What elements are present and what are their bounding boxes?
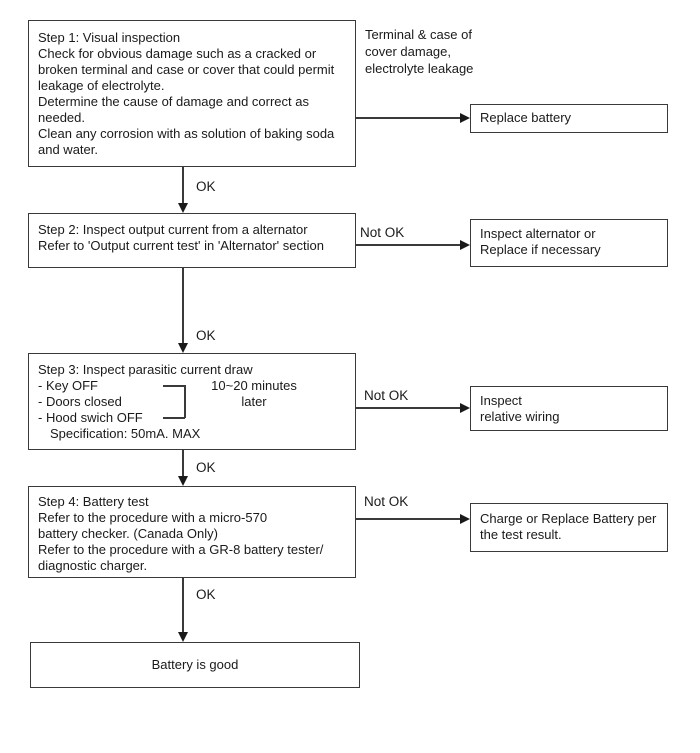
ok-label: OK	[196, 587, 216, 602]
step4-text-line: battery checker. (Canada Only)	[38, 526, 218, 541]
step3-item: - Doors closed	[38, 394, 122, 409]
step1-text-line: Clean any corrosion with as solution of …	[38, 126, 335, 141]
step1-text-line: Step 1: Visual inspection	[38, 30, 181, 45]
arrowhead-down-icon	[178, 476, 188, 486]
bracket-top-line	[163, 385, 185, 387]
not-ok-label: Not OK	[364, 388, 409, 403]
step1-text-line: broken terminal and case or cover that c…	[38, 62, 335, 77]
inspect-alternator-line: Inspect alternator or	[480, 226, 596, 241]
charge-or-replace-line: the test result.	[480, 527, 562, 542]
terminal-note-line: electrolyte leakage	[365, 61, 474, 76]
bracket-bottom-line	[163, 417, 185, 419]
step4-battery-test-box: Step 4: Battery test Refer to the proced…	[28, 486, 356, 578]
terminal-case-note: Terminal & case of cover damage, electro…	[365, 26, 505, 77]
step4-text-line: diagnostic charger.	[38, 558, 148, 573]
timing-note: 10~20 minutes later	[197, 378, 311, 410]
step1-text-line: Check for obvious damage such as a crack…	[38, 46, 317, 61]
connector-step2-step3	[182, 268, 184, 344]
step3-parasitic-draw-box: Step 3: Inspect parasitic current draw -…	[28, 353, 356, 450]
connector-step1-replace	[356, 117, 461, 119]
step1-text-line: and water.	[38, 142, 98, 157]
charge-or-replace-line: Charge or Replace Battery per	[480, 511, 657, 526]
connector-step4-good	[182, 578, 184, 633]
step1-visual-inspection-box: Step 1: Visual inspection Check for obvi…	[28, 20, 356, 167]
arrowhead-right-icon	[460, 240, 470, 250]
ok-label: OK	[196, 328, 216, 343]
step2-text-line: Refer to 'Output current test' in 'Alter…	[38, 238, 324, 253]
step4-text-line: Refer to the procedure with a micro-570	[38, 510, 268, 525]
inspect-wiring-box: Inspect relative wiring	[470, 386, 668, 431]
battery-good-label: Battery is good	[151, 657, 239, 672]
step4-text-line: Refer to the procedure with a GR-8 batte…	[38, 542, 324, 557]
terminal-note-line: Terminal & case of	[365, 27, 472, 42]
arrowhead-down-icon	[178, 632, 188, 642]
terminal-note-line: cover damage,	[365, 44, 451, 59]
arrowhead-down-icon	[178, 203, 188, 213]
step3-title: Step 3: Inspect parasitic current draw	[38, 362, 253, 377]
step1-text-line: needed.	[38, 110, 85, 125]
timing-note-line: later	[241, 394, 267, 409]
replace-battery-box: Replace battery	[470, 104, 668, 133]
timing-note-line: 10~20 minutes	[211, 378, 297, 393]
connector-step4-charge	[356, 518, 461, 520]
connector-step1-step2	[182, 167, 184, 204]
replace-battery-label: Replace battery	[480, 110, 572, 125]
connector-step2-alternator	[356, 244, 461, 246]
inspect-wiring-line: relative wiring	[480, 409, 560, 424]
step3-spec: Specification: 50mA. MAX	[50, 426, 201, 441]
inspect-alternator-line: Replace if necessary	[480, 242, 601, 257]
connector-step3-wiring	[356, 407, 461, 409]
arrowhead-right-icon	[460, 403, 470, 413]
step2-output-current-box: Step 2: Inspect output current from a al…	[28, 213, 356, 268]
not-ok-label: Not OK	[364, 494, 409, 509]
step3-item: - Hood swich OFF	[38, 410, 143, 425]
step4-text-line: Step 4: Battery test	[38, 494, 149, 509]
step2-text-line: Step 2: Inspect output current from a al…	[38, 222, 308, 237]
arrowhead-down-icon	[178, 343, 188, 353]
inspect-alternator-box: Inspect alternator or Replace if necessa…	[470, 219, 668, 267]
step1-text-line: leakage of electrolyte.	[38, 78, 165, 93]
not-ok-label: Not OK	[360, 225, 405, 240]
arrowhead-right-icon	[460, 113, 470, 123]
arrowhead-right-icon	[460, 514, 470, 524]
battery-good-box: Battery is good	[30, 642, 360, 688]
bracket-vertical-line	[184, 385, 186, 418]
charge-or-replace-box: Charge or Replace Battery per the test r…	[470, 503, 668, 552]
ok-label: OK	[196, 460, 216, 475]
step3-item: - Key OFF	[38, 378, 98, 393]
step1-text-line: Determine the cause of damage and correc…	[38, 94, 309, 109]
inspect-wiring-line: Inspect	[480, 393, 522, 408]
connector-step3-step4	[182, 450, 184, 477]
ok-label: OK	[196, 179, 216, 194]
